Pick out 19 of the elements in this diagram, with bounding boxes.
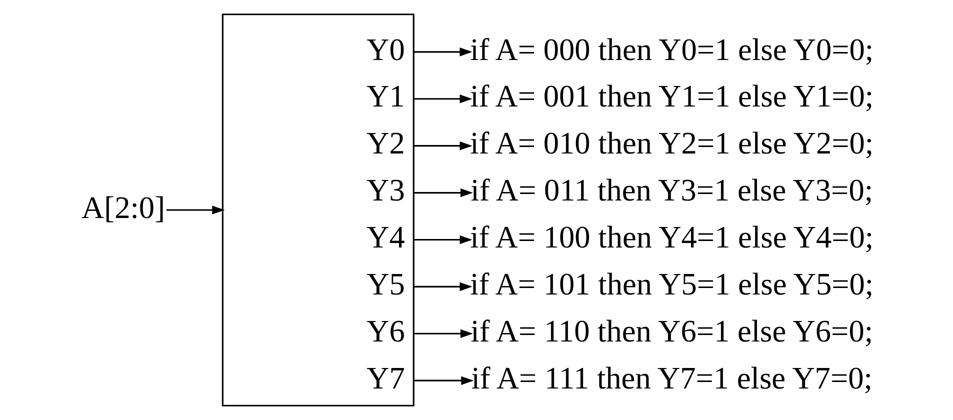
- arrow: [413, 282, 472, 292]
- node-text: if A= 000 then Y0=1 else Y0=0;: [470, 32, 874, 67]
- arrow: [413, 188, 472, 198]
- arrow: [413, 48, 472, 56]
- node-text: if A= 100 then Y4=1 else Y4=0;: [470, 220, 874, 255]
- arrow: [166, 206, 224, 214]
- node-text: A[2:0]: [81, 190, 165, 225]
- node-text: if A= 001 then Y1=1 else Y1=0;: [470, 78, 874, 114]
- node-text: if A= 011 then Y3=1 else Y3=0;: [470, 172, 873, 208]
- node-text: if A= 110 then Y6=1 else Y6=0;: [470, 313, 873, 348]
- node-box: Y0 Y1 Y2 Y3 Y4 Y5 Y6 Y7: [221, 14, 414, 406]
- arrow: [413, 235, 472, 244]
- node-text: if A= 101 then Y5=1 else Y5=0;: [470, 266, 874, 302]
- arrow: [413, 94, 472, 104]
- node-text: if A= 010 then Y2=1 else Y2=0;: [470, 126, 874, 161]
- arrow: [413, 141, 472, 150]
- arrow: [413, 329, 472, 338]
- arrow: [413, 376, 474, 385]
- node-text: if A= 111 then Y7=1 else Y7=0;: [470, 360, 872, 396]
